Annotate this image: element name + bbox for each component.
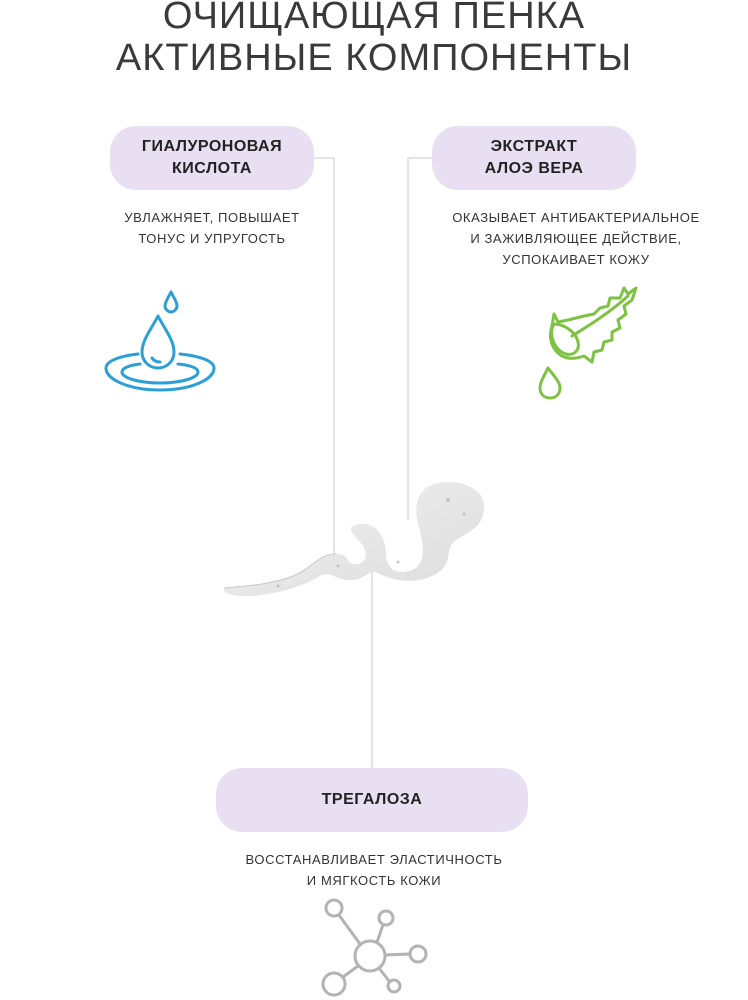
- component-description-hyaluronic: УВЛАЖНЯЕТ, ПОВЫШАЕТ ТОНУС И УПРУГОСТЬ: [124, 210, 300, 246]
- component-description-trehalose: ВОССТАНАВЛИВАЕТ ЭЛАСТИЧНОСТЬ И МЯГКОСТЬ …: [245, 852, 503, 888]
- molecule-icon: [321, 898, 428, 997]
- aloe-leaf-icon: [538, 286, 638, 400]
- component-name-hyaluronic: ГИАЛУРОНОВАЯ КИСЛОТА: [141, 138, 283, 177]
- component-name-aloe: ЭКСТРАКТ АЛОЭ ВЕРА: [484, 138, 584, 177]
- component-pill-hyaluronic: ГИАЛУРОНОВАЯ КИСЛОТА: [110, 126, 314, 190]
- water-drop-icon: [104, 290, 216, 392]
- page-subtitle: АКТИВНЫЕ КОМПОНЕНТЫ: [115, 37, 633, 79]
- component-pill-trehalose: ТРЕГАЛОЗА: [216, 768, 528, 832]
- gel-texture-swatch: [223, 482, 484, 597]
- component-description-aloe: ОКАЗЫВАЕТ АНТИБАКТЕРИАЛЬНОЕ И ЗАЖИВЛЯЮЩЕ…: [452, 210, 700, 267]
- component-name-trehalose: ТРЕГАЛОЗА: [321, 791, 423, 808]
- page-title: ОЧИЩАЮЩАЯ ПЕНКА: [162, 0, 586, 37]
- component-pill-aloe: ЭКСТРАКТ АЛОЭ ВЕРА: [432, 126, 636, 190]
